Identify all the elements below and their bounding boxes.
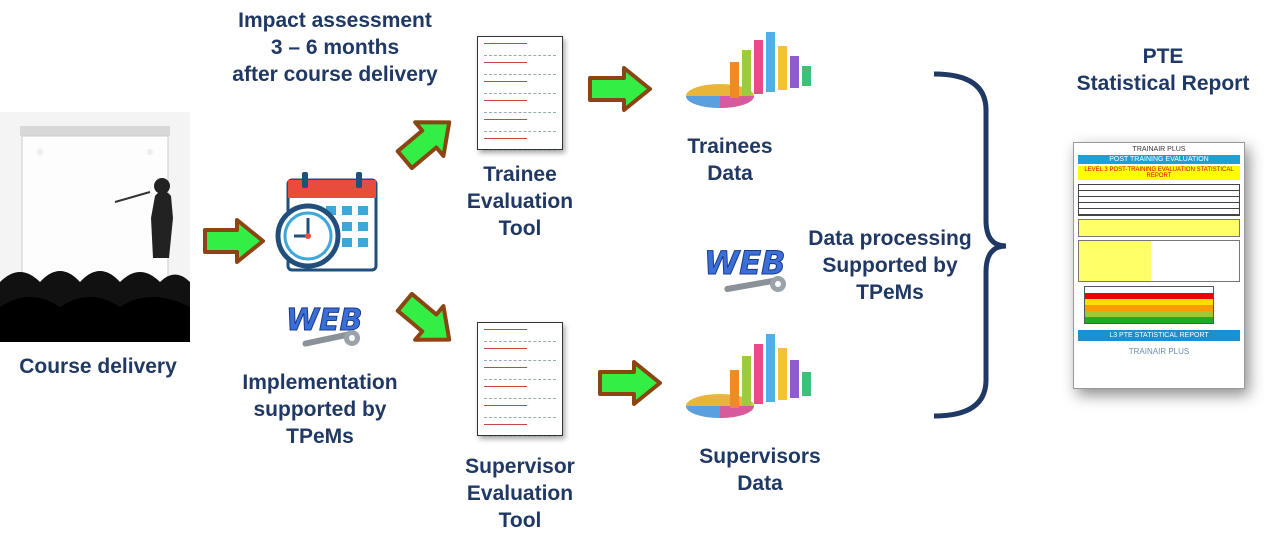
data-processing-line-3: TPeMs (856, 280, 924, 304)
arrow-to-supervisor-tool (395, 291, 452, 342)
course-delivery-text: Course delivery (19, 355, 177, 378)
pte-statistical-report-document: TRAINAIR PLUS POST TRAINING EVALUATION L… (1073, 142, 1245, 389)
trainee-tool-line-3: Tool (498, 216, 542, 240)
impact-line-1: Impact assessment (238, 9, 432, 32)
supervisor-tool-label: Supervisor Evaluation Tool (430, 454, 610, 535)
report-band-1: POST TRAINING EVALUATION (1078, 155, 1240, 164)
pte-report-line-1: PTE (1142, 45, 1184, 68)
data-processing-label: Data processing Supported by TPeMs (800, 226, 980, 307)
trainee-tool-label: Trainee Evaluation Tool (440, 162, 600, 243)
supervisors-data-chart-icon (680, 320, 830, 428)
course-delivery-image (0, 112, 190, 342)
implementation-line-2: supported by (253, 397, 387, 421)
trainee-tool-line-2: Evaluation (466, 189, 574, 213)
report-band-2: LEVEL 3 POST-TRAINING EVALUATION STATIST… (1078, 166, 1240, 180)
web-tools-icon-implementation: WEB (282, 294, 372, 354)
arrow-supervisor-tool-to-data (598, 360, 662, 406)
impact-line-3: after course delivery (232, 62, 438, 86)
report-header: TRAINAIR PLUS (1132, 146, 1186, 153)
supervisors-data-label: Supervisors Data (670, 444, 850, 498)
curly-bracket (933, 71, 1007, 419)
web-tools-icon-processing: WEB (700, 236, 800, 300)
implementation-line-3: TPeMs (286, 424, 354, 448)
trainees-data-line-2: Data (707, 161, 753, 185)
supervisors-data-line-1: Supervisors (699, 445, 821, 468)
implementation-label: Implementation supported by TPeMs (210, 370, 430, 451)
implementation-line-1: Implementation (242, 371, 398, 394)
arrow-course-to-implementation (203, 218, 265, 264)
course-delivery-label: Course delivery (0, 354, 196, 381)
report-info-grid (1078, 184, 1240, 216)
trainees-data-chart-icon (680, 22, 830, 114)
report-section-2 (1078, 240, 1240, 282)
data-processing-line-1: Data processing (808, 227, 972, 250)
report-section-1 (1078, 219, 1240, 237)
trainees-data-label: Trainees Data (660, 134, 800, 188)
supervisors-data-line-2: Data (737, 471, 783, 495)
pte-report-line-2: Statistical Report (1076, 71, 1250, 95)
supervisor-tool-line-2: Evaluation (466, 481, 574, 505)
trainee-tool-line-1: Trainee (483, 163, 557, 186)
web-icon-text-2: WEB (704, 244, 786, 282)
trainee-evaluation-form (477, 36, 563, 151)
impact-line-2: 3 – 6 months (270, 35, 400, 59)
supervisor-tool-line-3: Tool (498, 508, 542, 532)
report-footer: L3 PTE STATISTICAL REPORT (1078, 330, 1240, 341)
pte-report-label: PTE Statistical Report (1063, 44, 1263, 98)
arrow-to-trainee-tool (395, 120, 452, 171)
supervisor-evaluation-form (477, 322, 563, 437)
trainees-data-line-1: Trainees (687, 135, 773, 158)
arrow-trainee-tool-to-data (588, 66, 652, 112)
supervisor-tool-line-1: Supervisor (465, 455, 575, 478)
report-logo: TRAINAIR PLUS (1128, 347, 1190, 356)
data-processing-line-2: Supported by (822, 253, 958, 277)
calendar-clock-icon (268, 168, 380, 276)
impact-assessment-label: Impact assessment 3 – 6 months after cou… (200, 8, 470, 89)
report-impact-table (1084, 286, 1214, 324)
